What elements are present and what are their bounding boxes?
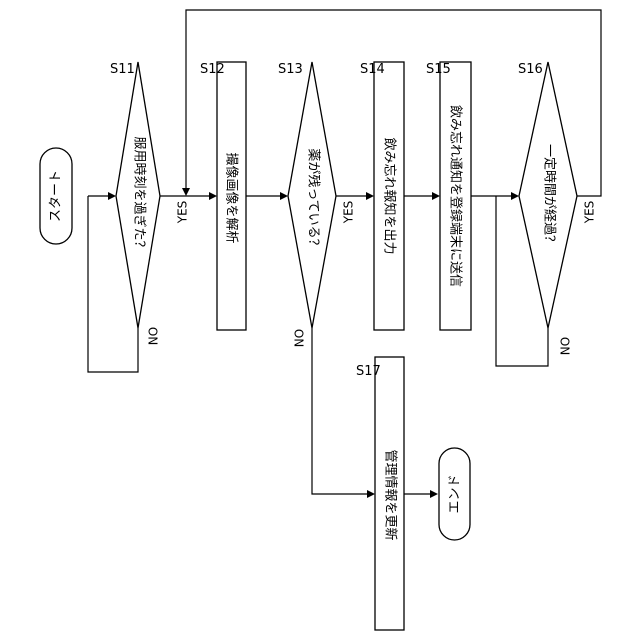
s13-decision: S13 薬が残っている？ YES NO (278, 62, 356, 347)
s15-step-id: S15 (426, 62, 451, 77)
start-label: スタート (49, 170, 64, 222)
s13-yes-label: YES (342, 201, 356, 225)
s16-decision: S16 一定時間が経過？ YES NO (518, 62, 597, 355)
s14-step-id: S14 (360, 62, 385, 77)
end-terminal: エンド (439, 448, 470, 540)
s11-yes-label: YES (176, 201, 190, 225)
start-terminal: スタート (40, 148, 72, 244)
arrowhead (209, 192, 217, 200)
s17-label: 管理情報を更新 (383, 449, 399, 540)
connector-s13-s17 (312, 328, 367, 494)
s13-step-id: S13 (278, 62, 303, 77)
arrowhead (367, 490, 375, 498)
s12-step-id: S12 (200, 62, 225, 77)
arrowhead (182, 188, 190, 196)
arrowhead (432, 192, 440, 200)
s16-yes-label: YES (583, 201, 597, 225)
s13-question: 薬が残っている？ (306, 148, 321, 251)
arrowhead (430, 490, 438, 498)
s14-label: 飲み忘れ報知を出力 (382, 137, 398, 254)
connectors (88, 10, 601, 498)
s11-decision: S11 服用時刻を過ぎた？ YES NO (110, 62, 190, 345)
s16-step-id: S16 (518, 62, 543, 77)
s12-label: 撮像画像を解析 (224, 152, 240, 243)
arrowhead (511, 192, 519, 200)
s11-question: 服用時刻を過ぎた？ (132, 136, 147, 253)
arrowhead (280, 192, 288, 200)
end-label: エンド (448, 474, 463, 513)
arrowhead (366, 192, 374, 200)
s11-step-id: S11 (110, 62, 135, 77)
s13-no-label: NO (293, 329, 307, 347)
s16-question: 一定時間が経過？ (542, 144, 557, 248)
s16-no-label: NO (559, 337, 573, 355)
arrowhead (108, 192, 116, 200)
s15-label: 飲み忘れ通知を登録端末に送信 (448, 105, 464, 287)
s17-step-id: S17 (356, 364, 381, 379)
s11-no-label: NO (147, 327, 161, 345)
